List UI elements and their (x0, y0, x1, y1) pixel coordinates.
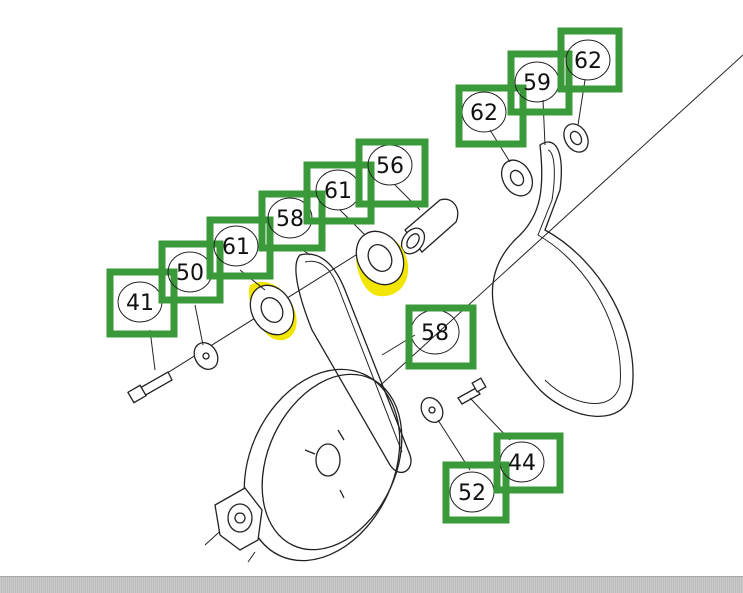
flange-bearing (214, 487, 263, 551)
svg-text:61: 61 (324, 179, 352, 204)
svg-text:62: 62 (470, 101, 498, 126)
callout-62-top: 62 (557, 27, 623, 93)
washer-62 (500, 159, 534, 197)
svg-text:44: 44 (508, 451, 536, 476)
belt-lower (295, 253, 412, 474)
washer-50 (193, 342, 219, 370)
bottom-scrollbar[interactable] (0, 576, 743, 593)
svg-text:61: 61 (222, 235, 250, 260)
svg-text:58: 58 (276, 207, 304, 232)
belt-upper (491, 141, 634, 417)
parts-diagram: 41 50 61 58 61 56 62 59 62 (106, 27, 743, 563)
svg-text:62: 62 (574, 49, 602, 74)
callout-56: 56 (355, 138, 429, 208)
large-pulley (243, 368, 403, 562)
svg-text:50: 50 (176, 261, 204, 286)
svg-text:41: 41 (126, 291, 154, 316)
svg-text:58: 58 (421, 321, 449, 346)
callout-58-belt: 58 (405, 304, 477, 370)
callout-62-mid: 62 (455, 84, 527, 148)
washer-61-lower (248, 281, 297, 341)
svg-text:59: 59 (523, 71, 551, 96)
washer-52 (420, 397, 444, 423)
bolt-41 (127, 371, 173, 404)
callout-50: 50 (158, 240, 224, 304)
callout-44: 44 (493, 432, 564, 494)
svg-text:56: 56 (376, 154, 404, 179)
bolt-44 (457, 377, 487, 405)
svg-text:52: 52 (458, 481, 486, 506)
spacer-tube (400, 198, 459, 255)
washer-61-upper (355, 230, 409, 297)
washer-62-top (563, 123, 589, 153)
